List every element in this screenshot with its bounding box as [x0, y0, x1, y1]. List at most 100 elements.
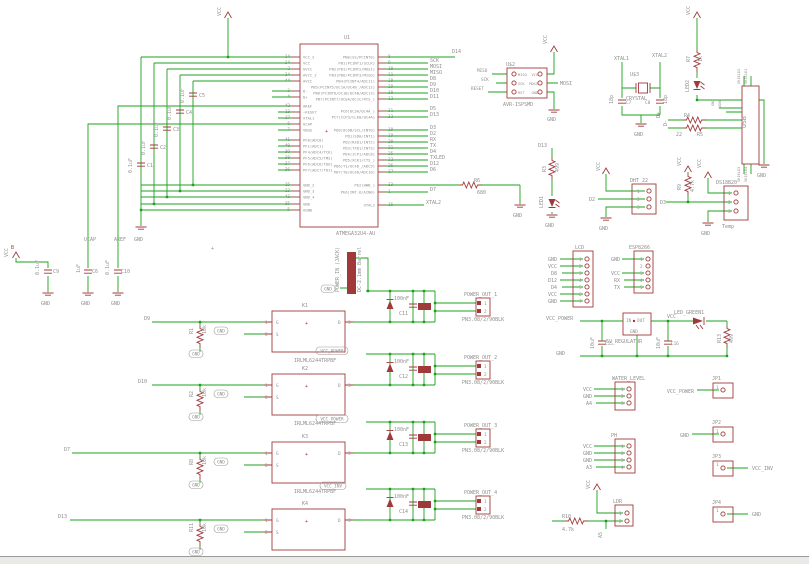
- connector-pin[interactable]: [584, 291, 590, 297]
- connector-pin[interactable]: [645, 256, 651, 262]
- connector-pin[interactable]: [645, 263, 651, 269]
- connector-pin[interactable]: [645, 270, 651, 276]
- connector-pin[interactable]: [584, 298, 590, 304]
- connector-pin[interactable]: [537, 89, 543, 95]
- connector-pin[interactable]: [584, 284, 590, 290]
- out4-fuse[interactable]: [418, 501, 431, 508]
- mosfet-k3[interactable]: [271, 441, 346, 484]
- ic-pin-name: PE2(HWB_): [354, 183, 375, 188]
- ldr-connector[interactable]: [614, 504, 634, 527]
- jp3-connector[interactable]: [712, 460, 734, 477]
- r10-ref: R10: [562, 514, 571, 520]
- connector-pin[interactable]: [646, 188, 652, 194]
- usb-dplus: D+: [656, 112, 662, 118]
- connector-pin[interactable]: [645, 277, 651, 283]
- net-wires-left[interactable]: [15, 18, 292, 292]
- barrel-jack[interactable]: [347, 252, 356, 294]
- voltage-regulator[interactable]: [622, 312, 652, 336]
- mosfet-k2[interactable]: [271, 373, 346, 416]
- out1-pin1[interactable]: [477, 301, 481, 305]
- power-out-1-connector[interactable]: [475, 297, 491, 317]
- water-level-connector[interactable]: [614, 381, 636, 411]
- connector-pin[interactable]: [584, 277, 590, 283]
- connector-pin[interactable]: [584, 263, 590, 269]
- ds18b20-connector[interactable]: [723, 185, 749, 221]
- connector-pin[interactable]: [537, 71, 543, 77]
- net-wires-power-rows[interactable]: [70, 257, 476, 550]
- capacitor-c7[interactable]: [617, 99, 627, 104]
- connector-pin[interactable]: [511, 80, 517, 86]
- connector-pin[interactable]: [720, 431, 726, 437]
- connector-pin[interactable]: [584, 270, 590, 276]
- connector-pin[interactable]: [537, 80, 543, 86]
- flyback-diode-1[interactable]: [386, 299, 394, 310]
- horizontal-scrollbar[interactable]: [0, 556, 809, 564]
- out3-fuse[interactable]: [418, 434, 431, 441]
- led-green1[interactable]: [692, 316, 705, 330]
- out4-pin2[interactable]: [477, 507, 481, 511]
- capacitor-c9[interactable]: [43, 269, 53, 274]
- flyback-diode-2[interactable]: [386, 362, 394, 373]
- connector-pin[interactable]: [733, 199, 739, 205]
- net-d3: D3: [430, 125, 436, 131]
- connector-pin[interactable]: [626, 443, 632, 449]
- out1-pin2[interactable]: [477, 309, 481, 313]
- connector-pin[interactable]: [733, 190, 739, 196]
- connector-pin[interactable]: [511, 89, 517, 95]
- connector-pin[interactable]: [626, 400, 632, 406]
- resistor-r5[interactable]: [683, 124, 707, 132]
- connector-pin[interactable]: [626, 386, 632, 392]
- flyback-diode-3[interactable]: [386, 430, 394, 441]
- connector-pin[interactable]: [626, 450, 632, 456]
- capacitor-c6[interactable]: [83, 269, 93, 274]
- connector-pin[interactable]: [646, 204, 652, 210]
- connector-pin[interactable]: [646, 196, 652, 202]
- led1[interactable]: [548, 198, 560, 208]
- connector-pin[interactable]: [733, 208, 739, 214]
- mosfet-k4[interactable]: [271, 508, 346, 551]
- usb-connector[interactable]: [741, 85, 760, 165]
- connector-pin[interactable]: [624, 510, 630, 516]
- esp-net-gnd: GND: [611, 257, 620, 263]
- crystal[interactable]: [635, 82, 651, 94]
- ic-atmega32u4[interactable]: [299, 43, 379, 228]
- flyback-diode-4[interactable]: [386, 497, 394, 508]
- esp8266-header[interactable]: [633, 250, 654, 294]
- out4-pin1[interactable]: [477, 499, 481, 503]
- connector-pin[interactable]: [511, 71, 517, 77]
- avr-isp-header[interactable]: [506, 67, 548, 99]
- connector-pin[interactable]: [720, 387, 726, 393]
- ic-pin-num: 17: [285, 115, 291, 121]
- connector-pin[interactable]: [720, 511, 726, 517]
- power-out-2-connector[interactable]: [475, 360, 491, 380]
- out1-fuse[interactable]: [418, 303, 431, 310]
- connector-pin[interactable]: [645, 284, 651, 290]
- net-wires-headers[interactable]: [552, 258, 748, 529]
- connector-pin[interactable]: [626, 393, 632, 399]
- net-wires-ic-right[interactable]: [386, 56, 521, 206]
- jp2-connector[interactable]: [712, 426, 734, 443]
- ph-connector[interactable]: [614, 438, 636, 474]
- out3-pin2[interactable]: [477, 440, 481, 444]
- power-out-3-connector[interactable]: [475, 428, 491, 448]
- mosfet-k1[interactable]: [271, 310, 346, 353]
- dht22-connector[interactable]: [631, 183, 657, 215]
- net-tag-label: GND: [192, 352, 200, 358]
- connector-pin[interactable]: [626, 457, 632, 463]
- connector-pin[interactable]: [584, 256, 590, 262]
- jp1-connector[interactable]: [712, 382, 734, 399]
- out2-fuse[interactable]: [418, 366, 431, 373]
- out3-pin1[interactable]: [477, 432, 481, 436]
- net-wires-right-side[interactable]: [488, 18, 765, 222]
- lcd-header[interactable]: [572, 250, 594, 308]
- connector-pin[interactable]: [720, 465, 726, 471]
- out2-pin2[interactable]: [477, 372, 481, 376]
- connector-pin[interactable]: [626, 464, 632, 470]
- led2[interactable]: [693, 80, 705, 90]
- jp4-connector[interactable]: [712, 506, 734, 523]
- r1-ref: R1: [189, 328, 195, 334]
- connector-pin[interactable]: [624, 518, 630, 524]
- isp-net-reset: RESET: [471, 86, 484, 92]
- power-out-4-connector[interactable]: [475, 495, 491, 515]
- out2-pin1[interactable]: [477, 364, 481, 368]
